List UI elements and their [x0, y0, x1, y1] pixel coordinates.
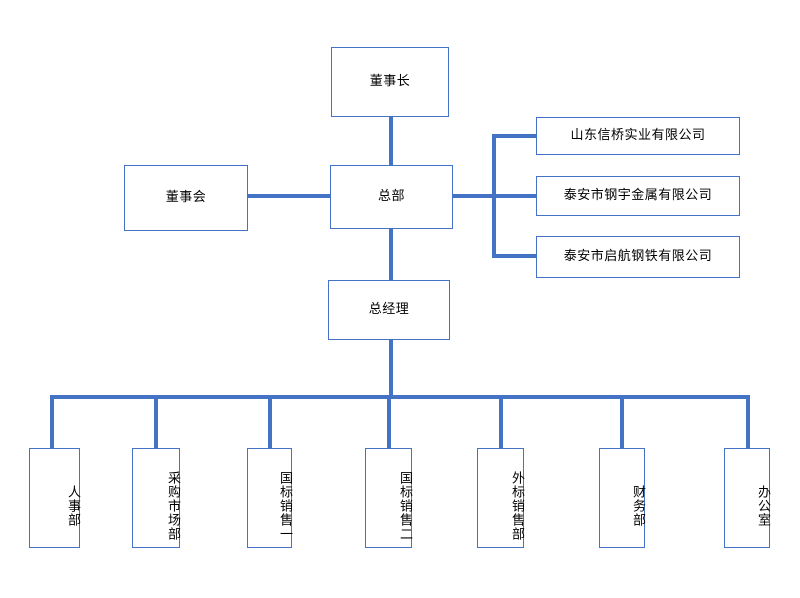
- node-subsidiary-2[interactable]: 泰安市钢宇金属有限公司: [536, 176, 740, 216]
- node-department-6-label: 财务部: [630, 485, 645, 527]
- connector-department-drop-6: [620, 395, 624, 448]
- connector-department-drop-3: [268, 395, 272, 448]
- connector-department-bus: [50, 395, 750, 399]
- node-department-2[interactable]: 采购市场部: [132, 448, 180, 548]
- connector-department-drop-7: [746, 395, 750, 448]
- node-subsidiary-1[interactable]: 山东信桥实业有限公司: [536, 117, 740, 155]
- connector-department-drop-4: [387, 395, 391, 448]
- node-department-1[interactable]: 人事部: [29, 448, 80, 548]
- node-department-7-label: 办公室: [755, 485, 770, 527]
- connector-department-drop-2: [154, 395, 158, 448]
- node-headquarters-label: 总部: [377, 188, 405, 204]
- node-department-4-label: 国标销售二: [397, 471, 412, 541]
- connector-subsidiary-branch-2: [492, 194, 538, 198]
- node-department-4[interactable]: 国标销售二: [365, 448, 412, 548]
- node-board-of-directors[interactable]: 董事会: [124, 165, 248, 231]
- connector-subsidiary-branch-3: [492, 254, 538, 258]
- connector-department-drop-1: [50, 395, 54, 448]
- connector-chairman-to-headquarters: [389, 117, 393, 167]
- node-subsidiary-2-label: 泰安市钢宇金属有限公司: [563, 187, 713, 203]
- node-department-3-label: 国标销售一: [277, 471, 292, 541]
- connector-board-to-headquarters: [246, 194, 334, 198]
- node-department-3[interactable]: 国标销售一: [247, 448, 292, 548]
- node-subsidiary-3[interactable]: 泰安市启航钢铁有限公司: [536, 236, 740, 278]
- connector-headquarters-to-subsidiary-trunk: [451, 194, 496, 198]
- node-subsidiary-1-label: 山东信桥实业有限公司: [570, 127, 706, 143]
- node-department-1-label: 人事部: [65, 485, 80, 527]
- node-department-5-label: 外标销售部: [509, 471, 524, 541]
- connector-department-drop-5: [499, 395, 503, 448]
- node-chairman-label: 董事长: [369, 73, 411, 89]
- node-department-7[interactable]: 办公室: [724, 448, 770, 548]
- node-department-2-label: 采购市场部: [165, 471, 180, 541]
- node-headquarters[interactable]: 总部: [330, 165, 453, 229]
- node-board-of-directors-label: 董事会: [165, 189, 207, 205]
- node-department-6[interactable]: 财务部: [599, 448, 645, 548]
- node-department-5[interactable]: 外标销售部: [477, 448, 524, 548]
- node-chairman[interactable]: 董事长: [331, 47, 449, 117]
- connector-general-manager-to-bus: [389, 339, 393, 399]
- node-subsidiary-3-label: 泰安市启航钢铁有限公司: [563, 248, 713, 264]
- connector-subsidiary-branch-1: [492, 134, 538, 138]
- connector-headquarters-to-general-manager: [389, 228, 393, 281]
- node-general-manager-label: 总经理: [368, 301, 410, 317]
- node-general-manager[interactable]: 总经理: [328, 280, 450, 340]
